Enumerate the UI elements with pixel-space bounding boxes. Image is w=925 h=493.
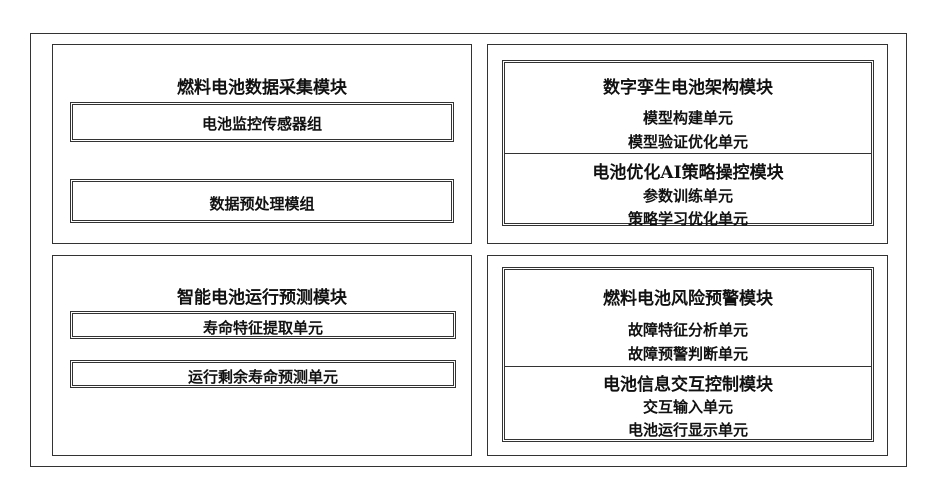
- remaining-life-label: 运行剩余寿命预测单元: [73, 366, 453, 387]
- module-group-bottom-right: 燃料电池风险预警模块 故障特征分析单元 故障预警判断单元 电池信息交互控制模块 …: [487, 255, 888, 456]
- twin-ai-divider: [505, 153, 871, 154]
- life-feature-box: 寿命特征提取单元: [70, 311, 456, 339]
- risk-interaction-container: 燃料电池风险预警模块 故障特征分析单元 故障预警判断单元 电池信息交互控制模块 …: [502, 267, 874, 442]
- module-prediction: 智能电池运行预测模块 寿命特征提取单元 运行剩余寿命预测单元: [52, 255, 472, 456]
- sensor-group-label: 电池监控传感器组: [73, 113, 451, 134]
- module-data-collection: 燃料电池数据采集模块 电池监控传感器组 数据预处理模组: [52, 44, 472, 244]
- ai-control-item-1: 参数训练单元: [505, 185, 871, 206]
- risk-title: 燃料电池风险预警模块: [505, 284, 871, 309]
- sensor-group-box: 电池监控传感器组: [70, 102, 454, 142]
- life-feature-label: 寿命特征提取单元: [73, 317, 453, 338]
- digital-twin-item-2: 模型验证优化单元: [505, 131, 871, 152]
- preprocess-group-box: 数据预处理模组: [70, 179, 454, 223]
- remaining-life-box: 运行剩余寿命预测单元: [70, 360, 456, 388]
- interaction-item-1: 交互输入单元: [505, 396, 871, 417]
- ai-control-title: 电池优化AI策略操控模块: [505, 158, 871, 183]
- digital-twin-item-1: 模型构建单元: [505, 107, 871, 128]
- interaction-title: 电池信息交互控制模块: [505, 370, 871, 395]
- twin-ai-container: 数字孪生电池架构模块 模型构建单元 模型验证优化单元 电池优化AI策略操控模块 …: [502, 60, 874, 226]
- risk-interaction-divider: [505, 366, 871, 367]
- risk-item-1: 故障特征分析单元: [505, 319, 871, 340]
- module-group-top-right: 数字孪生电池架构模块 模型构建单元 模型验证优化单元 电池优化AI策略操控模块 …: [487, 44, 888, 244]
- digital-twin-title: 数字孪生电池架构模块: [505, 73, 871, 98]
- preprocess-group-label: 数据预处理模组: [73, 193, 451, 214]
- interaction-item-2: 电池运行显示单元: [505, 419, 871, 440]
- module-prediction-title: 智能电池运行预测模块: [53, 283, 471, 308]
- risk-item-2: 故障预警判断单元: [505, 343, 871, 364]
- ai-control-item-2: 策略学习优化单元: [505, 208, 871, 229]
- module-data-collection-title: 燃料电池数据采集模块: [53, 73, 471, 98]
